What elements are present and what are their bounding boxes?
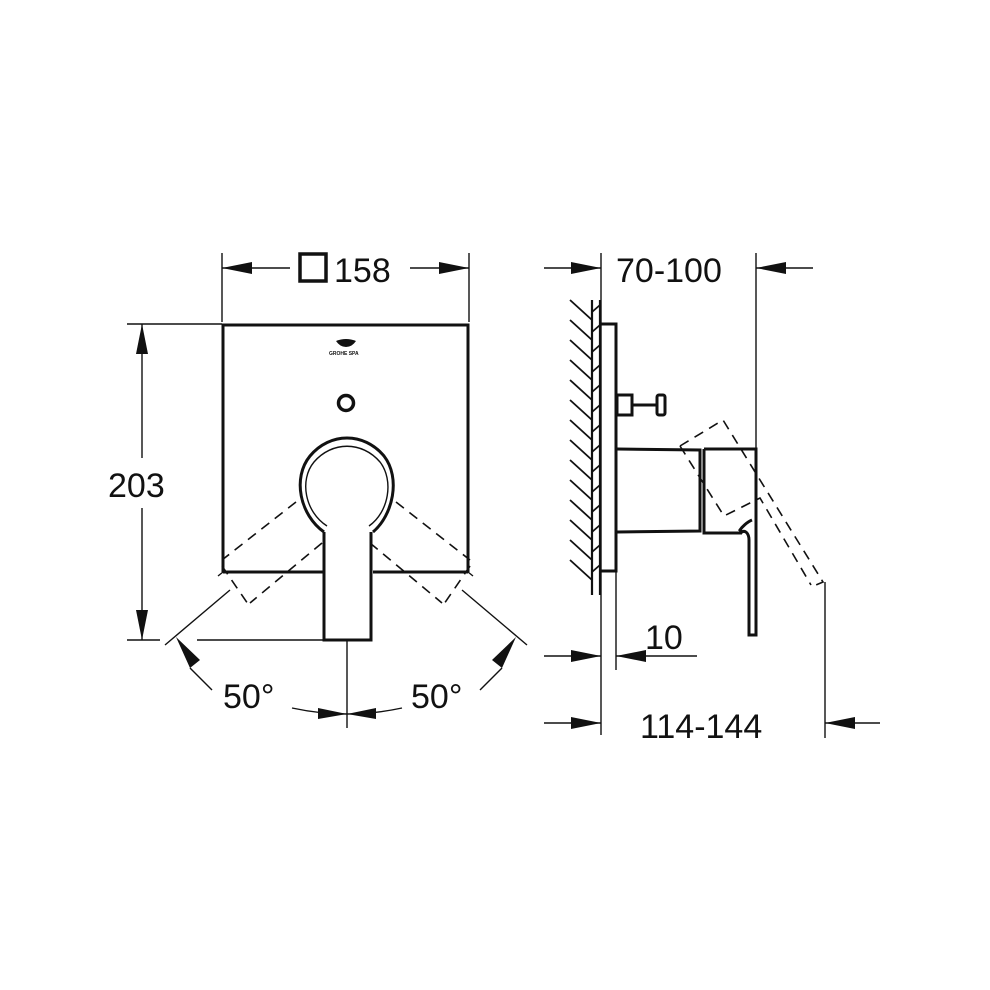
angle-dimension: 50° 50°	[164, 589, 528, 728]
diverter-knob-side	[615, 393, 667, 417]
projection-dimension: 70-100	[544, 252, 813, 735]
rotation-ghost-right	[369, 501, 471, 605]
height-dimension: 203	[108, 323, 222, 641]
mixer-handle	[298, 436, 395, 642]
rotation-ghost-side	[679, 418, 825, 586]
total-projection-dimension: 114-144	[544, 582, 880, 746]
width-value: 158	[334, 252, 391, 290]
cover-plate-side	[601, 322, 618, 573]
handle-side	[616, 447, 758, 637]
brand-logo-icon: GROHE SPA	[329, 339, 359, 357]
cover-plate	[221, 323, 470, 574]
angle-right-value: 50°	[411, 678, 462, 716]
height-value: 203	[108, 467, 165, 505]
projection-value: 70-100	[616, 252, 722, 290]
rotation-ghost-left	[221, 501, 323, 605]
wall-gap-value: 10	[645, 619, 683, 657]
diverter-knob	[336, 393, 356, 413]
total-projection-value: 114-144	[640, 708, 762, 746]
angle-left-value: 50°	[223, 678, 274, 716]
wall-gap-dimension: 10	[544, 571, 697, 670]
square-symbol-icon	[298, 252, 328, 283]
front-view: 158 203 GROHE SPA	[108, 252, 528, 728]
side-view: 70-100 10 114-144	[544, 252, 880, 746]
width-dimension: 158	[221, 252, 470, 322]
svg-text:GROHE SPA: GROHE SPA	[329, 351, 359, 357]
wall-hatch	[569, 299, 602, 595]
